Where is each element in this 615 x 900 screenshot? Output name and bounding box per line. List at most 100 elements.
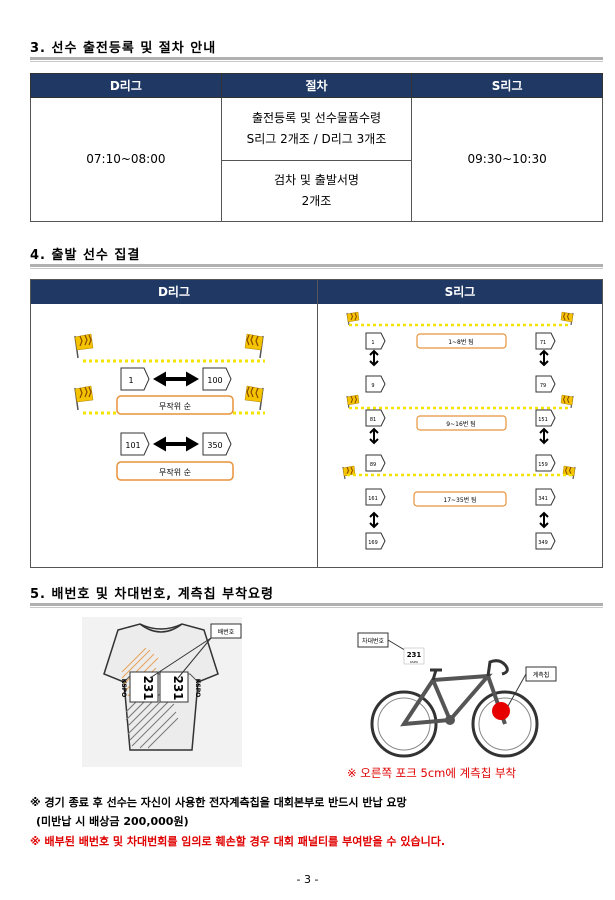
team-label-box	[413, 491, 507, 507]
bib-box	[365, 409, 386, 427]
assembly-diagram: D리그 S리그	[30, 279, 603, 568]
page-number: - 3 -	[296, 873, 319, 886]
penalty-amount: (미반납 시 배상금 200,000원)	[36, 815, 189, 828]
flag-icon	[560, 311, 574, 326]
flag-icon	[244, 333, 264, 359]
attachment-illustration: 231 231 KSPO KSPO 배번호 차대번호 231 KSPO 계측칩	[82, 617, 557, 767]
bib-box	[365, 454, 386, 472]
order-label-d1: 무작위 순	[159, 401, 191, 411]
chip-callout-label: 계측칩	[533, 671, 550, 679]
step-inspection: 검차 및 출발서명 2개조	[220, 160, 413, 222]
flag-icon	[342, 465, 356, 480]
jersey-number-left: 231	[141, 675, 155, 700]
section5-rule	[30, 603, 603, 608]
bib-box-101	[120, 432, 150, 456]
team-label-s3: 17~35번 팀	[443, 496, 476, 504]
bib-box	[365, 488, 386, 506]
bib-box-350	[202, 432, 232, 456]
header-s-league: S리그	[411, 73, 603, 98]
bib-box-1	[120, 367, 150, 391]
double-arrow-icon	[152, 371, 200, 387]
assembly-header-s: S리그	[318, 280, 602, 304]
bib-number-d100: 100	[207, 376, 222, 385]
bib-box-100	[202, 367, 232, 391]
s-league-time: 09:30~10:30	[411, 97, 603, 222]
flag-icon	[74, 333, 94, 359]
order-label-box	[116, 395, 234, 415]
flag-icon	[346, 311, 360, 326]
assembly-divider	[317, 280, 318, 567]
bib-number-d350: 350	[207, 441, 222, 450]
section3-rule	[30, 57, 603, 62]
section5-title: 5. 배번호 및 차대번호, 계측칩 부착요령	[30, 587, 274, 602]
vertical-arrow-icon	[539, 349, 549, 367]
step-registration-line2: S리그 2개조 / D리그 3개조	[246, 132, 387, 146]
bib-number-s71: 71	[540, 340, 546, 346]
order-label-d2: 무작위 순	[159, 467, 191, 477]
vertical-arrow-icon	[369, 427, 379, 445]
jersey-brand-left: KSPO	[120, 679, 127, 697]
bib-number-s9: 9	[371, 383, 374, 389]
procedure-table: D리그 절차 S리그 07:10~08:00 출전등록 및 선수물품수령 S리그…	[30, 73, 603, 222]
bib-box	[365, 375, 386, 393]
bib-callout-label: 배번호	[218, 628, 235, 636]
step-inspection-line2: 2개조	[301, 194, 332, 208]
bib-number-s89: 89	[370, 462, 376, 468]
vertical-arrow-icon	[539, 511, 549, 529]
jersey-brand-right: KSPO	[194, 679, 201, 697]
step-registration-line1: 출전등록 및 선수물품수령	[251, 111, 382, 125]
callout-pointer	[507, 673, 527, 707]
bib-box	[535, 409, 556, 427]
bib-box	[365, 332, 386, 350]
flag-icon	[562, 465, 576, 480]
bib-number-s161: 161	[368, 496, 378, 502]
flag-icon	[74, 385, 94, 411]
bib-box	[535, 332, 556, 350]
bib-patch-left	[129, 671, 159, 703]
bib-number-s341: 341	[538, 496, 548, 502]
section3-title: 3. 선수 출전등록 및 절차 안내	[30, 41, 217, 56]
team-label-box	[416, 333, 507, 349]
header-procedure: 절차	[220, 73, 413, 98]
assembly-svg: 1 100 무작위 순 101 350 무작위 순 1 71 1~8번 팀 9 …	[74, 311, 576, 550]
flag-icon	[560, 394, 574, 409]
flag-icon	[244, 385, 264, 411]
bib-box	[535, 532, 556, 550]
bib-box	[365, 532, 386, 550]
bib-number-s151: 151	[538, 417, 548, 423]
timing-chip-marker	[492, 702, 510, 720]
bib-box	[535, 488, 556, 506]
bib-patch-right	[159, 671, 189, 703]
vertical-arrow-icon	[539, 427, 549, 445]
team-label-s1: 1~8번 팀	[448, 338, 474, 346]
order-label-box	[116, 461, 234, 481]
frame-number: 231	[407, 651, 422, 659]
frame-callout-label: 차대번호	[362, 637, 385, 645]
double-arrow-icon	[152, 436, 200, 452]
return-notice: ※ 경기 종료 후 선수는 자신이 사용한 전자계측칩을 대회본부로 반드시 반…	[30, 796, 407, 809]
bib-number-s159: 159	[538, 462, 548, 468]
frame-brand: KSPO	[410, 660, 419, 664]
vertical-arrow-icon	[369, 511, 379, 529]
bib-number-s81: 81	[370, 417, 376, 423]
bib-box	[535, 454, 556, 472]
chip-note: ※ 오른쪽 포크 5cm에 계측칩 부착	[347, 766, 517, 780]
d-league-time: 07:10~08:00	[30, 97, 222, 222]
bib-box	[535, 375, 556, 393]
damage-warning: ※ 배부된 배번호 및 차대번회를 임의로 훼손할 경우 대회 패널티를 부여받…	[30, 835, 446, 848]
bib-number-s79: 79	[540, 383, 546, 389]
team-label-box	[416, 415, 507, 431]
step-registration: 출전등록 및 선수물품수령 S리그 2개조 / D리그 3개조	[220, 97, 413, 161]
bib-number-s349: 349	[538, 540, 548, 546]
team-label-s2: 9~16번 팀	[446, 420, 475, 428]
section4-title: 4. 출발 선수 집결	[30, 248, 141, 263]
jersey-number-right: 231	[171, 675, 185, 700]
assembly-header-d: D리그	[31, 280, 317, 304]
header-d-league: D리그	[30, 73, 222, 98]
frame-number-plate	[403, 647, 425, 665]
section4-rule	[30, 264, 603, 269]
step-inspection-line1: 검차 및 출발서명	[274, 173, 359, 187]
callout-pointer	[149, 637, 212, 679]
bib-number-d1: 1	[128, 376, 133, 385]
flag-icon	[346, 394, 360, 409]
